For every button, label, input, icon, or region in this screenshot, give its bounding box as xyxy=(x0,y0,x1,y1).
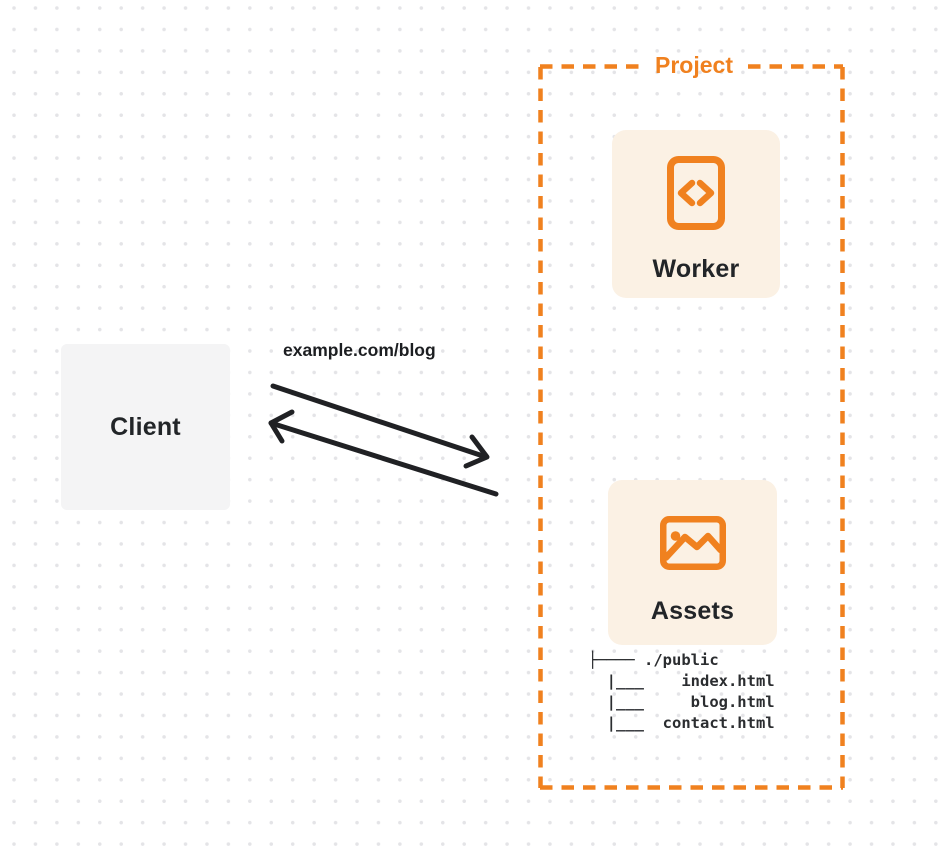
assets-node: Assets xyxy=(608,480,777,645)
worker-label: Worker xyxy=(652,255,740,283)
file-tree-line-index: |___ index.html xyxy=(588,672,775,690)
assets-label: Assets xyxy=(650,597,735,625)
client-label: Client xyxy=(110,412,181,441)
code-file-icon xyxy=(667,156,725,230)
file-tree-line-public: ├──── ./public xyxy=(588,651,719,669)
request-url-label: example.com/blog xyxy=(283,340,436,360)
client-node: Client xyxy=(61,344,230,510)
image-icon xyxy=(659,516,726,570)
file-tree-line-blog: |___ blog.html xyxy=(588,693,775,711)
response-arrow xyxy=(268,409,499,497)
worker-node: Worker xyxy=(612,130,780,298)
project-boundary xyxy=(538,64,845,790)
project-boundary-label: Project xyxy=(655,52,733,78)
request-arrow xyxy=(270,383,490,469)
file-tree-line-contact: |___ contact.html xyxy=(588,714,775,732)
assets-file-tree: ├──── ./public |___ index.html |___ blog… xyxy=(588,650,775,734)
